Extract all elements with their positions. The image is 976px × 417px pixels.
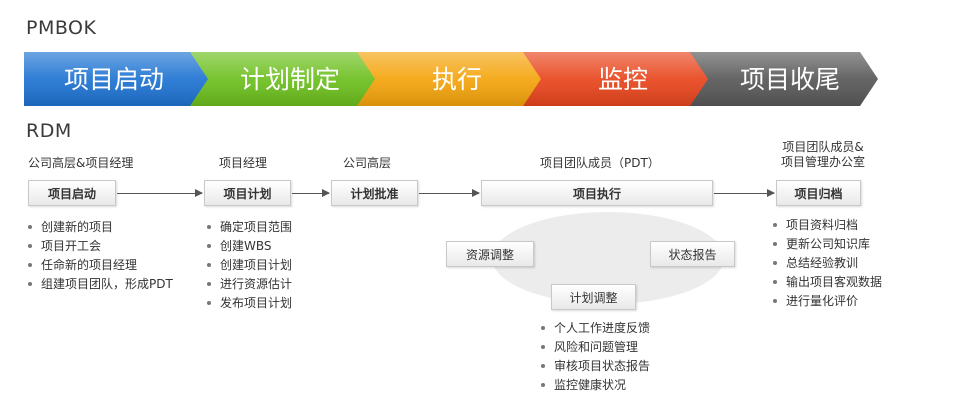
bullet-dot-icon	[28, 243, 32, 248]
phase-1-label: 项目启动	[64, 65, 164, 94]
bullet-dot-icon	[773, 279, 777, 284]
bullet-dot-icon	[28, 224, 32, 229]
pmbok-heading: PMBOK	[26, 17, 97, 39]
cycle-status-report: 状态报告	[650, 241, 735, 267]
pmbok-phase-bar: 项目启动 计划制定 执行 监控 项目收尾	[24, 52, 878, 106]
arrow-execute-to-archive	[714, 189, 775, 197]
step-archive: 项目归档	[776, 180, 861, 206]
phase-1: 项目启动	[24, 52, 212, 106]
step-plan: 项目计划	[204, 180, 291, 206]
list-execute-item-text: 个人工作进度反馈	[554, 321, 651, 335]
list-plan-item-text: 进行资源估计	[220, 277, 293, 291]
bullet-dot-icon	[207, 224, 211, 229]
arrow-approve-to-execute	[419, 189, 480, 197]
list-execute-item: 监控健康状况	[541, 376, 650, 395]
bullet-dot-icon	[773, 241, 777, 246]
bullet-dot-icon	[207, 243, 211, 248]
step-approve: 计划批准	[331, 180, 418, 206]
list-execute-item: 审核项目状态报告	[541, 357, 650, 376]
list-plan-item: 发布项目计划	[207, 294, 292, 313]
cycle-resource-adjust: 资源调整	[446, 241, 534, 267]
list-plan-item: 创建项目计划	[207, 256, 292, 275]
list-archive-item: 输出项目客观数据	[773, 273, 882, 292]
list-start-item-text: 项目开工会	[41, 239, 102, 253]
list-plan-item: 确定项目范围	[207, 218, 292, 237]
phase-2: 计划制定	[190, 52, 378, 106]
list-execute-item: 风险和问题管理	[541, 338, 650, 357]
bullet-dot-icon	[207, 300, 211, 305]
list-archive-item-text: 项目资料归档	[786, 218, 859, 232]
role-archive-line1: 项目团队成员&	[782, 140, 864, 154]
arrow-plan-to-approve	[292, 189, 330, 197]
rdm-heading: RDM	[26, 120, 72, 142]
list-plan-item: 创建WBS	[207, 237, 292, 256]
bullet-dot-icon	[773, 260, 777, 265]
phase-4-label: 监控	[598, 65, 648, 94]
phase-3-label: 执行	[432, 65, 482, 94]
list-execute-item: 个人工作进度反馈	[541, 319, 650, 338]
role-execute: 项目团队成员（PDT）	[540, 156, 660, 170]
list-start: 创建新的项目项目开工会任命新的项目经理组建项目团队，形成PDT	[28, 218, 173, 294]
list-archive-item-text: 输出项目客观数据	[786, 275, 883, 289]
list-archive-item: 总结经验教训	[773, 254, 882, 273]
list-start-item: 创建新的项目	[28, 218, 173, 237]
list-archive-item-text: 进行量化评价	[786, 294, 859, 308]
list-plan-item: 进行资源估计	[207, 275, 292, 294]
list-plan-item-text: 创建项目计划	[220, 258, 293, 272]
list-execute-item-text: 监控健康状况	[554, 378, 627, 392]
list-plan-item-text: 创建WBS	[220, 239, 272, 253]
bullet-dot-icon	[773, 298, 777, 303]
list-start-item-text: 任命新的项目经理	[41, 258, 138, 272]
list-start-item: 项目开工会	[28, 237, 173, 256]
list-archive-item-text: 总结经验教训	[786, 256, 859, 270]
bullet-dot-icon	[773, 222, 777, 227]
list-archive-item-text: 更新公司知识库	[786, 237, 871, 251]
phase-3: 执行	[357, 52, 545, 106]
phase-4-shine	[523, 52, 711, 106]
phase-3-shine	[357, 52, 545, 106]
phase-1-shine	[24, 52, 212, 106]
phase-5-label: 项目收尾	[740, 65, 840, 94]
phase-2-shine	[190, 52, 378, 106]
list-archive: 项目资料归档更新公司知识库总结经验教训输出项目客观数据进行量化评价	[773, 216, 882, 311]
list-plan: 确定项目范围创建WBS 创建项目计划进行资源估计发布项目计划	[207, 218, 292, 313]
cycle-plan-adjust: 计划调整	[551, 284, 636, 310]
phase-5: 项目收尾	[690, 52, 878, 106]
bullet-dot-icon	[207, 281, 211, 286]
role-archive-line2: 项目管理办公室	[780, 155, 865, 169]
list-start-item: 组建项目团队，形成PDT	[28, 275, 173, 294]
bullet-dot-icon	[28, 281, 32, 286]
role-start: 公司高层&项目经理	[28, 156, 134, 170]
arrow-start-to-plan	[117, 189, 203, 197]
phase-5-shine	[690, 52, 878, 106]
list-archive-item: 进行量化评价	[773, 292, 882, 311]
list-archive-item: 更新公司知识库	[773, 235, 882, 254]
list-execute-item-text: 风险和问题管理	[554, 340, 639, 354]
list-start-item-text: 组建项目团队，形成PDT	[41, 277, 173, 291]
role-archive: 项目团队成员& 项目管理办公室	[768, 140, 878, 170]
step-start: 项目启动	[28, 180, 116, 206]
list-execute-item-text: 审核项目状态报告	[554, 359, 651, 373]
phase-2-label: 计划制定	[240, 65, 340, 94]
list-archive-item: 项目资料归档	[773, 216, 882, 235]
bullet-dot-icon	[541, 344, 545, 349]
bullet-dot-icon	[207, 262, 211, 267]
bullet-dot-icon	[541, 363, 545, 368]
bullet-dot-icon	[541, 382, 545, 387]
role-plan: 项目经理	[219, 156, 268, 170]
bullet-dot-icon	[28, 262, 32, 267]
list-start-item-text: 创建新的项目	[41, 220, 114, 234]
list-start-item: 任命新的项目经理	[28, 256, 173, 275]
list-plan-item-text: 确定项目范围	[220, 220, 293, 234]
step-execute: 项目执行	[481, 180, 713, 206]
list-plan-item-text: 发布项目计划	[220, 296, 293, 310]
list-execute: 个人工作进度反馈风险和问题管理审核项目状态报告监控健康状况	[541, 319, 650, 395]
bullet-dot-icon	[541, 325, 545, 330]
role-approve: 公司高层	[343, 156, 392, 170]
phase-4: 监控	[523, 52, 711, 106]
